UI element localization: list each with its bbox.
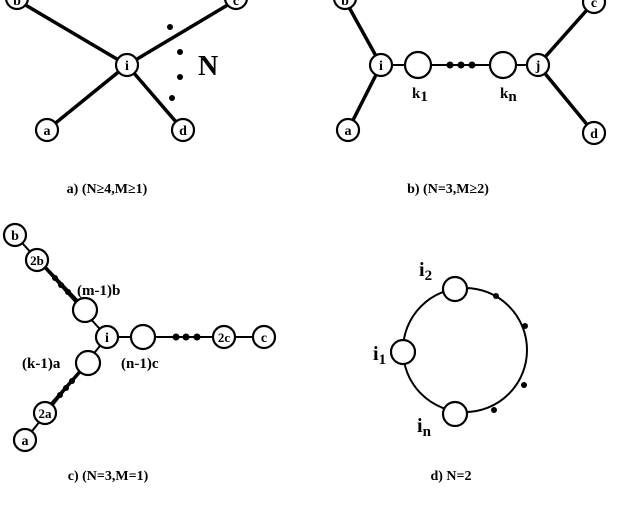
node-label: j <box>535 59 541 74</box>
label-i1: i1 <box>373 343 386 368</box>
panel-d: i2 i1 in d) N=2 <box>373 259 528 484</box>
node-label: i <box>105 331 109 346</box>
edge <box>16 0 128 67</box>
cycle-edge <box>402 287 528 413</box>
panel-a: b c i a d N a) (N≥4,M≥1) <box>5 0 248 197</box>
ellipsis-dot <box>177 49 183 55</box>
node-label: i <box>125 59 129 74</box>
ellipsis-dot <box>521 382 527 388</box>
panel-c: b 2b (m-1)b i (n-1)c 2c c (k-1)a 2a a c)… <box>2 222 277 484</box>
node-a <box>12 427 38 453</box>
panel-b: b c i j a d k1 kn b) (N=3,M≥2) <box>333 0 607 197</box>
node-label: a <box>345 124 352 139</box>
ellipsis-dot <box>522 323 528 329</box>
node-i2 <box>441 275 469 303</box>
node-i <box>114 52 140 78</box>
node-label: 2b <box>30 253 44 268</box>
node-i <box>368 52 394 78</box>
node-label: a <box>22 434 29 449</box>
edge <box>536 63 596 135</box>
node-label: i <box>379 59 383 74</box>
node-label: d <box>590 127 598 142</box>
node-in <box>441 400 469 428</box>
node-label: 2a <box>39 406 53 421</box>
ellipsis-dot <box>468 61 476 69</box>
node-i1 <box>389 338 417 366</box>
node-i <box>94 324 120 350</box>
node-j <box>525 52 551 78</box>
node-label: c <box>233 0 239 9</box>
node-label: d <box>179 124 187 139</box>
node-d <box>170 117 196 143</box>
node-2b <box>24 247 50 273</box>
node-b <box>333 0 357 11</box>
edge <box>346 64 383 131</box>
ellipsis-dot <box>52 275 58 281</box>
ellipsis-dot <box>193 333 201 341</box>
node-c <box>581 0 607 15</box>
ellipsis-dot <box>63 385 69 391</box>
node-k-1-a <box>74 349 102 377</box>
ellipsis-dot <box>182 333 190 341</box>
count-label: N <box>198 51 218 82</box>
ellipsis-dot <box>177 74 183 80</box>
node-a <box>335 117 361 143</box>
label-in: in <box>417 415 432 440</box>
edge <box>343 0 383 66</box>
caption-b: b) (N=3,M≥2) <box>407 182 489 197</box>
label-k1: k1 <box>412 86 428 105</box>
ellipsis-dot <box>69 378 75 384</box>
edge <box>45 63 129 132</box>
ellipsis-dot <box>65 289 71 295</box>
label-i2: i2 <box>419 259 432 284</box>
ellipsis-dot <box>57 392 63 398</box>
ellipsis-dot <box>58 282 64 288</box>
node-2c <box>211 324 237 350</box>
node-a <box>34 117 60 143</box>
node-n-1-c <box>129 323 157 351</box>
node-label: a <box>44 124 51 139</box>
node-label: (n-1)c <box>121 356 159 372</box>
node-2a <box>32 400 58 426</box>
node-label: (m-1)b <box>77 283 120 299</box>
label-kn: kn <box>500 86 517 105</box>
node-label: c <box>591 0 597 11</box>
edge <box>126 0 237 67</box>
caption-a: a) (N≥4,M≥1) <box>67 182 148 197</box>
ellipsis-dot <box>167 24 173 30</box>
caption-d: d) N=2 <box>430 469 471 484</box>
edge <box>125 63 185 132</box>
node-k1 <box>403 50 433 80</box>
node-label: b <box>13 0 21 9</box>
node-m-1-b <box>71 296 99 324</box>
caption-c: c) (N=3,M=1) <box>68 469 149 484</box>
node-label: c <box>261 331 267 346</box>
ellipsis-dot <box>457 61 465 69</box>
ellipsis-dot <box>169 95 175 101</box>
node-label: b <box>11 229 19 244</box>
ellipsis-dot <box>493 293 499 299</box>
ellipsis-dot <box>172 333 180 341</box>
node-label: (k-1)a <box>22 356 61 372</box>
ellipsis-dot <box>446 61 454 69</box>
node-c <box>224 0 248 11</box>
node-c <box>251 324 277 350</box>
node-b <box>2 222 28 248</box>
node-b <box>5 0 29 11</box>
node-label: b <box>341 0 349 9</box>
ellipsis-dot <box>491 407 497 413</box>
node-d <box>581 120 607 146</box>
edge <box>536 0 596 67</box>
node-kn <box>488 50 518 80</box>
node-label: 2c <box>218 330 231 345</box>
